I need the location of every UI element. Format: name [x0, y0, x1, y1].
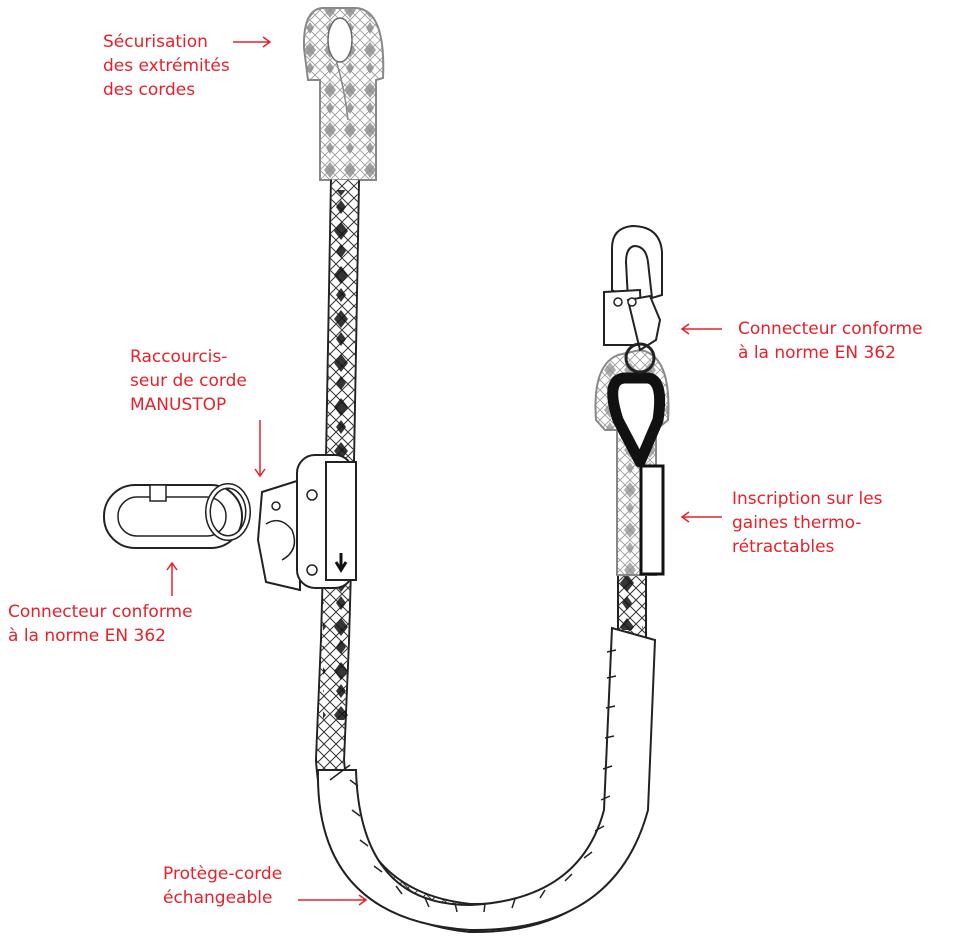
- right-snap-hook: [604, 226, 662, 372]
- label-securisation: Sécurisation des extrémités des cordes: [103, 30, 230, 102]
- label-connecteur-right: Connecteur conforme à la norme EN 362: [738, 317, 923, 365]
- rope-protector-sleeve: [318, 628, 655, 930]
- label-connecteur-left: Connecteur conforme à la norme EN 362: [8, 600, 193, 648]
- left-carabiner: [104, 485, 248, 548]
- label-protege: Protège-corde échangeable: [163, 862, 282, 910]
- main-rope: [323, 180, 643, 918]
- top-rope-end: [304, 8, 383, 180]
- right-rope-end: [595, 350, 668, 575]
- label-raccourcisseur: Raccourcis- seur de corde MANUSTOP: [130, 345, 247, 417]
- label-inscription: Inscription sur les gaines thermo- rétra…: [732, 487, 883, 559]
- manustop-shortener: [258, 455, 356, 590]
